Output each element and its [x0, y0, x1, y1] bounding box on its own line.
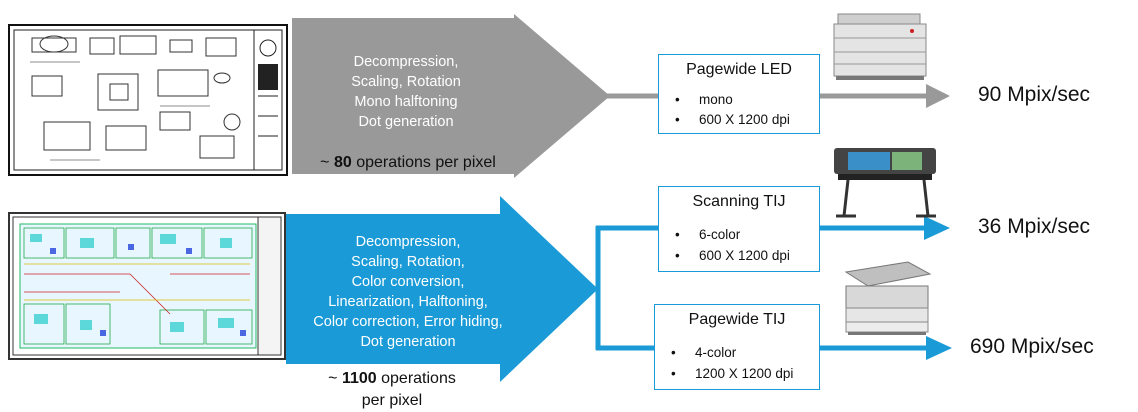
mono-ops-per-pixel: ~ 80 operations per pixel: [298, 152, 518, 174]
scanning-tij-rate: 36 Mpix/sec: [978, 215, 1091, 238]
color-step: Color conversion,: [351, 274, 465, 290]
color-ops-suffix: operations: [376, 370, 456, 387]
mono-step: Scaling, Rotation: [351, 74, 461, 90]
mono-step: Dot generation: [358, 114, 454, 130]
spec-text: 600 X 1200 dpi: [699, 112, 790, 127]
spec-text: 600 X 1200 dpi: [699, 248, 790, 263]
pagewide-tij-title: Pagewide TIJ: [688, 311, 786, 328]
spec-item: • mono: [675, 92, 733, 107]
mono-ops-count: 80: [333, 154, 352, 171]
mono-process-arrow: [292, 14, 610, 178]
color-ops-per-pixel: ~ 1100 operations per pixel: [292, 368, 492, 412]
color-process-arrow: [286, 196, 598, 382]
color-processing-steps: Decompression, Scaling, Rotation, Color …: [288, 232, 528, 352]
color-ops-suffix-line2: per pixel: [361, 392, 423, 409]
scanning-tij-title: Scanning TIJ: [692, 193, 786, 210]
spec-text: 6-color: [699, 227, 741, 242]
scanning-output-arrowhead: [924, 216, 950, 240]
bullet: •: [675, 112, 680, 127]
color-ops-count: 1100: [341, 370, 377, 387]
pagewide-tij-rate: 690 Mpix/sec: [970, 335, 1094, 358]
spec-text: 1200 X 1200 dpi: [695, 366, 794, 381]
pagewide-tij-box: Pagewide TIJ • 4-color • 1200 X 1200 dpi: [654, 304, 820, 390]
bullet: •: [671, 345, 676, 360]
color-step: Dot generation: [360, 334, 456, 350]
mono-cad-drawing-graphic: [13, 29, 283, 171]
scanning-tij-box: Scanning TIJ • 6-color • 600 X 1200 dpi: [658, 186, 820, 272]
color-step: Decompression,: [355, 234, 461, 250]
spec-item: • 6-color: [675, 227, 740, 242]
spec-item: • 1200 X 1200 dpi: [671, 366, 793, 381]
spec-text: 4-color: [695, 345, 737, 360]
mono-ops-suffix: operations per pixel: [351, 154, 496, 171]
color-step: Linearization, Halftoning,: [328, 294, 488, 310]
bullet: •: [675, 227, 680, 242]
mono-output-arrowhead: [926, 84, 950, 108]
mono-step: Mono halftoning: [354, 94, 458, 110]
mono-cad-drawing-image: [8, 24, 288, 176]
color-cad-drawing-image: [8, 212, 286, 360]
mono-ops-prefix: ~: [320, 154, 334, 171]
spec-item: • 600 X 1200 dpi: [675, 248, 790, 263]
color-ops-prefix: ~: [328, 370, 342, 387]
pagewide-led-box: Pagewide LED • mono • 600 X 1200 dpi: [658, 54, 820, 134]
color-step: Color correction, Error hiding,: [313, 314, 503, 330]
pagewide-output-arrowhead: [926, 336, 952, 360]
bullet: •: [675, 248, 680, 263]
mono-processing-steps: Decompression, Scaling, Rotation Mono ha…: [300, 52, 512, 132]
spec-item: • 4-color: [671, 345, 736, 360]
color-cad-drawing-graphic: [12, 216, 282, 356]
mono-step: Decompression,: [353, 54, 459, 70]
pagewide-led-rate: 90 Mpix/sec: [978, 83, 1091, 106]
color-step: Scaling, Rotation,: [351, 254, 465, 270]
pagewide-led-title: Pagewide LED: [686, 61, 792, 78]
bullet: •: [671, 366, 676, 381]
spec-text: mono: [699, 92, 733, 107]
spec-item: • 600 X 1200 dpi: [675, 112, 790, 127]
bullet: •: [675, 92, 680, 107]
